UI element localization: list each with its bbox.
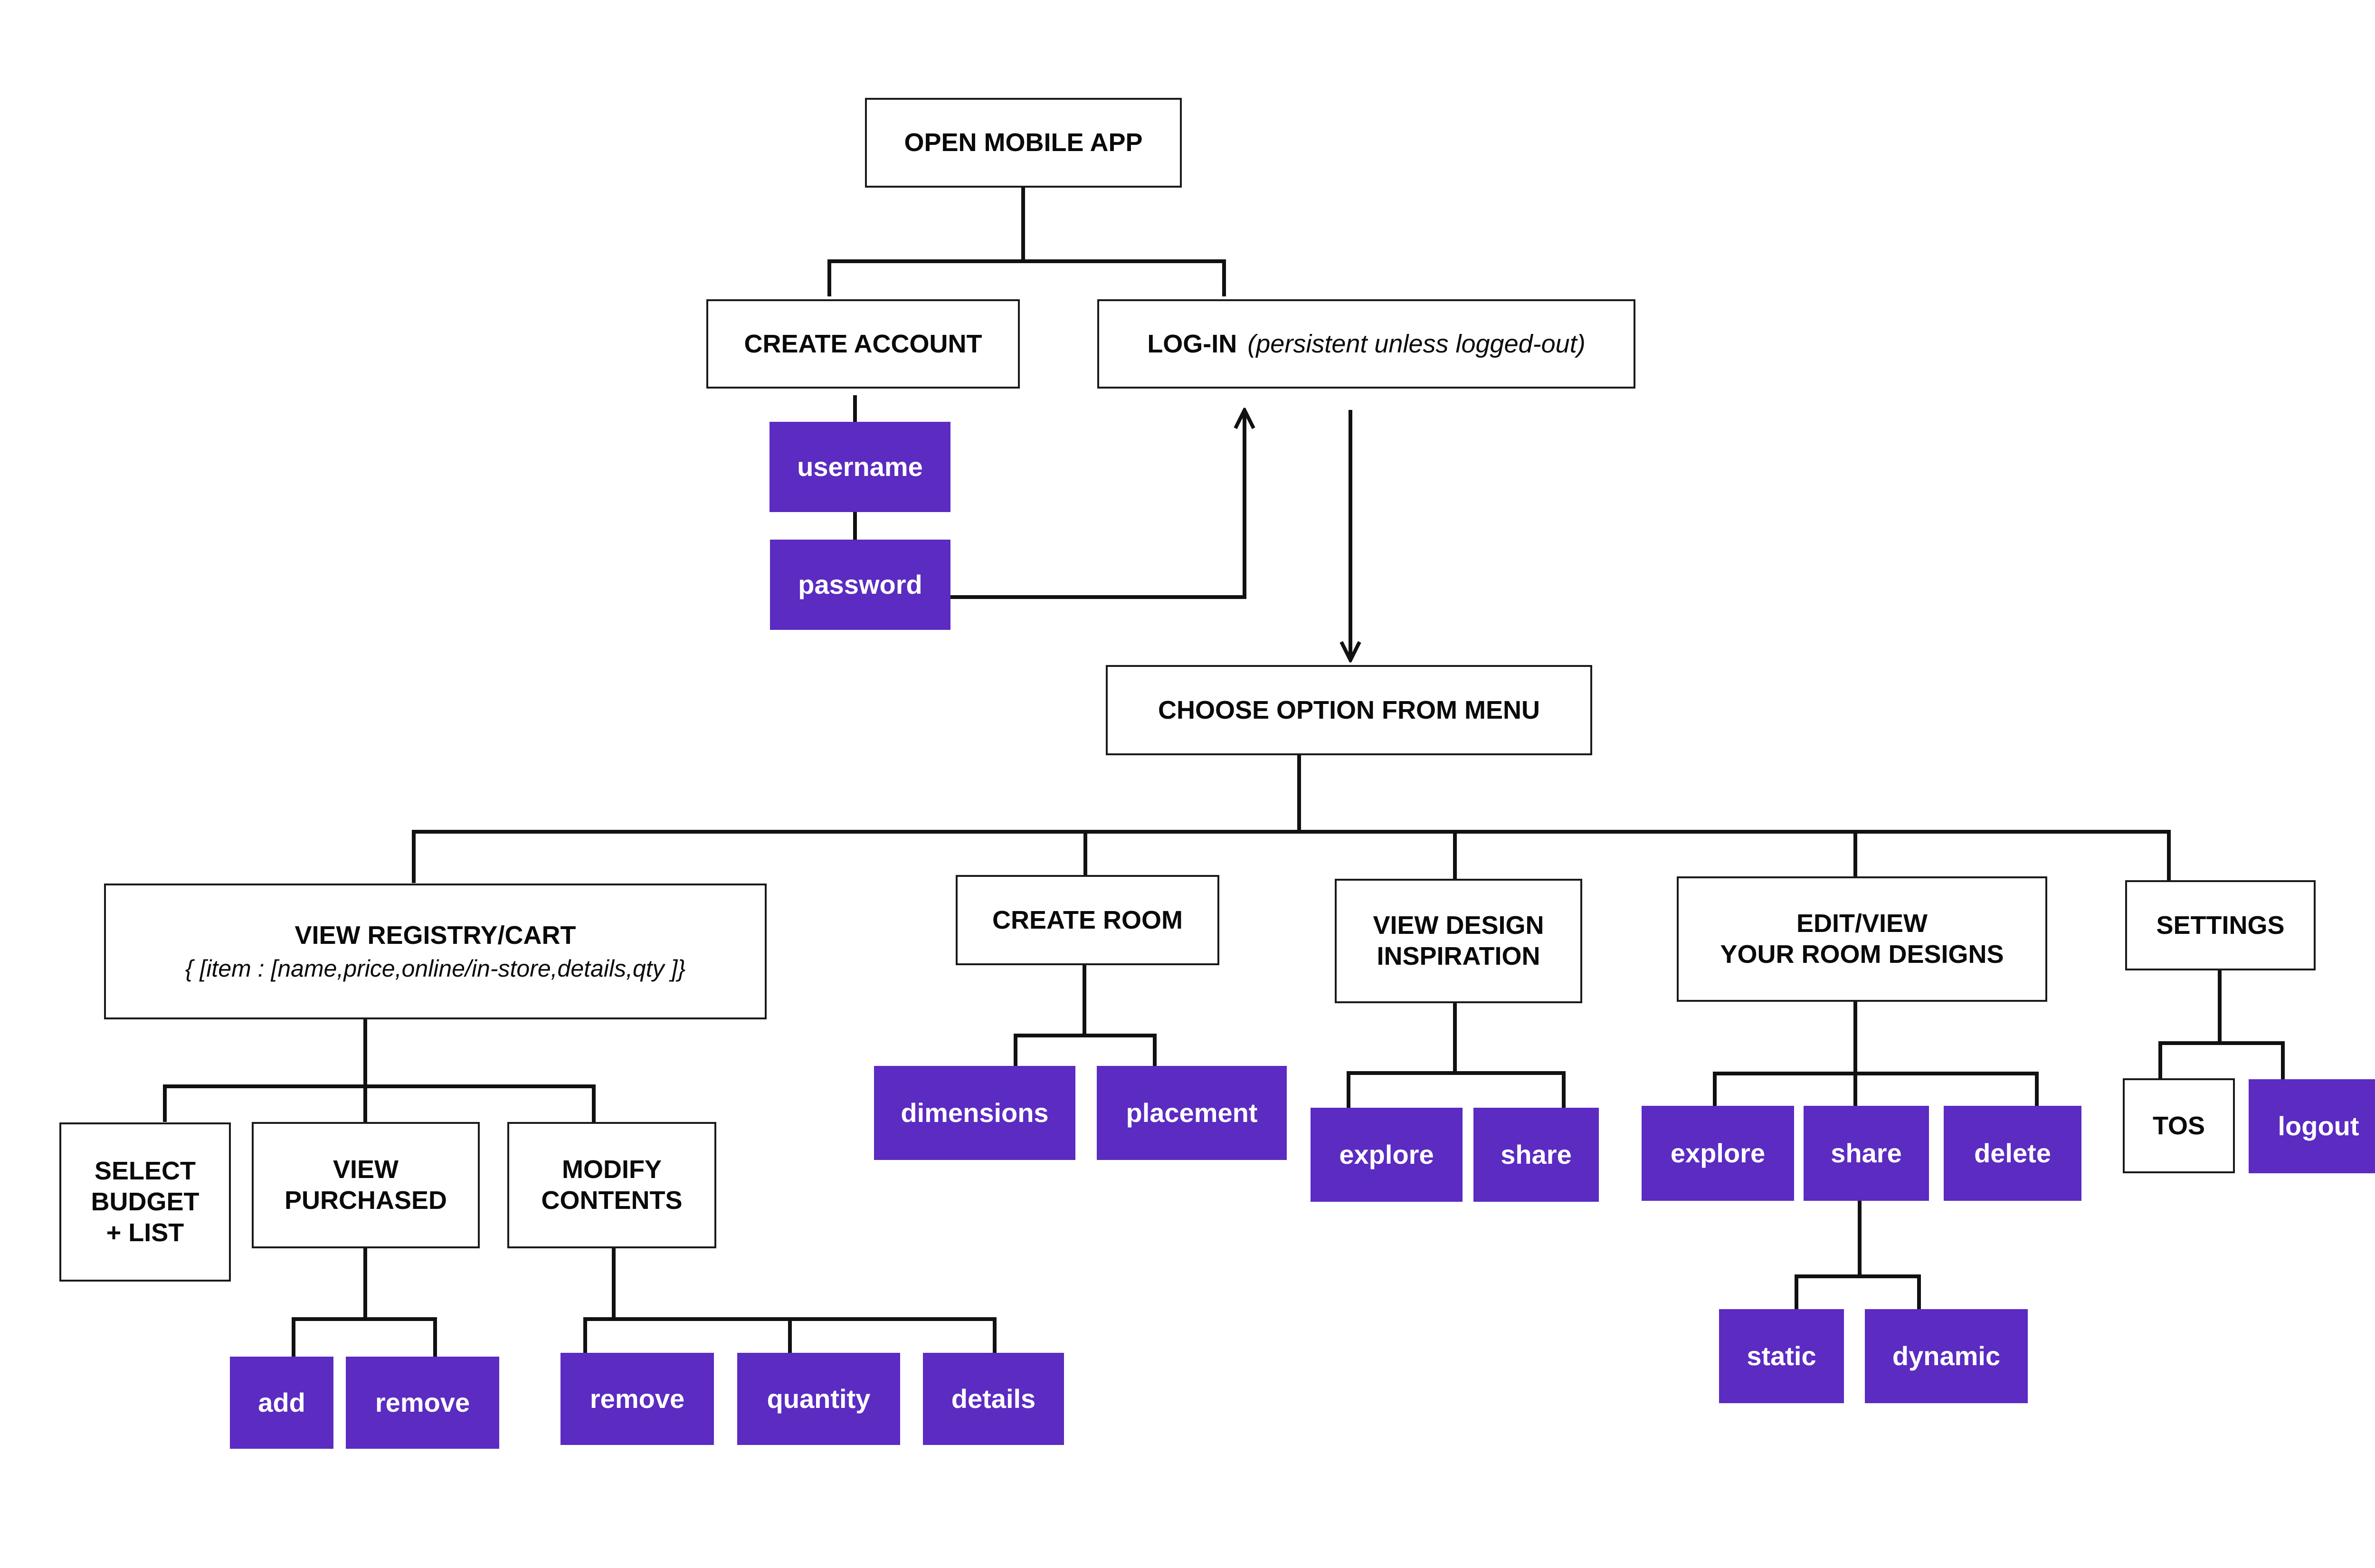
delete-label: delete xyxy=(1974,1138,2051,1169)
share-designs-label: share xyxy=(1831,1138,1902,1169)
view-purchased-line-2: PURCHASED xyxy=(284,1186,447,1215)
details-box: details xyxy=(923,1353,1064,1445)
open-mobile-app-label: OPEN MOBILE APP xyxy=(904,128,1143,157)
login-label: LOG-IN xyxy=(1147,329,1237,358)
share-designs-box: share xyxy=(1804,1106,1929,1201)
static-box: static xyxy=(1719,1309,1844,1403)
remove-purchased-label: remove xyxy=(375,1387,470,1418)
open-mobile-app-box: OPEN MOBILE APP xyxy=(865,98,1182,188)
login-note: (persistent unless logged-out) xyxy=(1247,329,1586,358)
registry-schema-text: { [item : [name,price,online/in-store,de… xyxy=(185,955,686,982)
connector-design-inspiration xyxy=(1347,1000,1566,1109)
explore-designs-label: explore xyxy=(1670,1138,1766,1169)
design-inspiration-box: VIEW DESIGN INSPIRATION xyxy=(1335,879,1582,1003)
connector-password-to-login xyxy=(948,412,1244,599)
view-purchased-box: VIEW PURCHASED xyxy=(252,1122,480,1248)
username-label: username xyxy=(797,452,923,482)
connector-create-room xyxy=(1014,962,1157,1067)
connector-open-app xyxy=(827,185,1226,296)
modify-contents-line-1: MODIFY xyxy=(562,1155,662,1184)
placement-label: placement xyxy=(1126,1098,1258,1128)
explore-inspiration-label: explore xyxy=(1339,1140,1434,1170)
add-box: add xyxy=(230,1357,333,1449)
connector-view-purchased xyxy=(292,1245,437,1358)
modify-contents-box: MODIFY CONTENTS xyxy=(507,1122,716,1248)
password-label: password xyxy=(798,570,922,600)
choose-option-label: CHOOSE OPTION FROM MENU xyxy=(1158,695,1540,724)
password-box: password xyxy=(770,540,950,630)
edit-view-line-2: YOUR ROOM DESIGNS xyxy=(1720,940,2004,969)
design-inspiration-line-2: INSPIRATION xyxy=(1377,942,1540,970)
dynamic-box: dynamic xyxy=(1865,1309,2028,1403)
remove-contents-label: remove xyxy=(589,1384,685,1414)
logout-box: logout xyxy=(2249,1079,2375,1173)
view-registry-label: VIEW REGISTRY/CART xyxy=(294,921,576,950)
explore-designs-box: explore xyxy=(1642,1106,1794,1201)
connector-registry xyxy=(163,1017,596,1122)
design-inspiration-line-1: VIEW DESIGN xyxy=(1373,911,1544,940)
explore-inspiration-box: explore xyxy=(1311,1108,1463,1202)
settings-box: SETTINGS xyxy=(2125,880,2316,970)
select-budget-line-3: + LIST xyxy=(106,1218,184,1247)
static-label: static xyxy=(1747,1341,1816,1371)
view-registry-box: VIEW REGISTRY/CART { [item : [name,price… xyxy=(104,884,767,1019)
modify-contents-line-2: CONTENTS xyxy=(541,1186,683,1215)
choose-option-box: CHOOSE OPTION FROM MENU xyxy=(1106,665,1592,755)
select-budget-box: SELECT BUDGET + LIST xyxy=(59,1122,231,1282)
tos-box: TOS xyxy=(2123,1078,2235,1173)
remove-purchased-box: remove xyxy=(346,1357,499,1449)
tos-label: TOS xyxy=(2152,1111,2205,1140)
login-box: LOG-IN (persistent unless logged-out) xyxy=(1097,299,1635,389)
create-room-label: CREATE ROOM xyxy=(992,905,1183,934)
delete-box: delete xyxy=(1944,1106,2081,1201)
create-account-box: CREATE ACCOUNT xyxy=(706,299,1020,389)
share-inspiration-box: share xyxy=(1473,1108,1599,1202)
username-box: username xyxy=(770,422,950,512)
create-account-label: CREATE ACCOUNT xyxy=(744,329,982,358)
share-inspiration-label: share xyxy=(1501,1140,1572,1170)
connector-edit-view xyxy=(1713,999,2039,1107)
connector-settings xyxy=(2158,968,2285,1080)
settings-label: SETTINGS xyxy=(2156,911,2285,940)
connector-modify-contents xyxy=(583,1245,997,1353)
details-label: details xyxy=(951,1384,1036,1414)
select-budget-line-1: SELECT xyxy=(94,1157,196,1186)
quantity-label: quantity xyxy=(767,1384,871,1414)
add-label: add xyxy=(258,1387,305,1418)
dynamic-label: dynamic xyxy=(1892,1341,2001,1371)
view-purchased-line-1: VIEW xyxy=(332,1155,399,1184)
edit-view-designs-box: EDIT/VIEW YOUR ROOM DESIGNS xyxy=(1677,876,2047,1002)
edit-view-line-1: EDIT/VIEW xyxy=(1796,909,1928,938)
quantity-box: quantity xyxy=(737,1353,900,1445)
connector-share-designs xyxy=(1795,1198,1921,1310)
placement-box: placement xyxy=(1097,1066,1287,1160)
remove-contents-box: remove xyxy=(560,1353,714,1445)
select-budget-line-2: BUDGET xyxy=(91,1188,200,1216)
dimensions-label: dimensions xyxy=(901,1098,1049,1128)
dimensions-box: dimensions xyxy=(874,1066,1075,1160)
logout-label: logout xyxy=(2278,1111,2359,1141)
create-room-box: CREATE ROOM xyxy=(956,875,1219,965)
connector-menu xyxy=(412,752,2171,883)
